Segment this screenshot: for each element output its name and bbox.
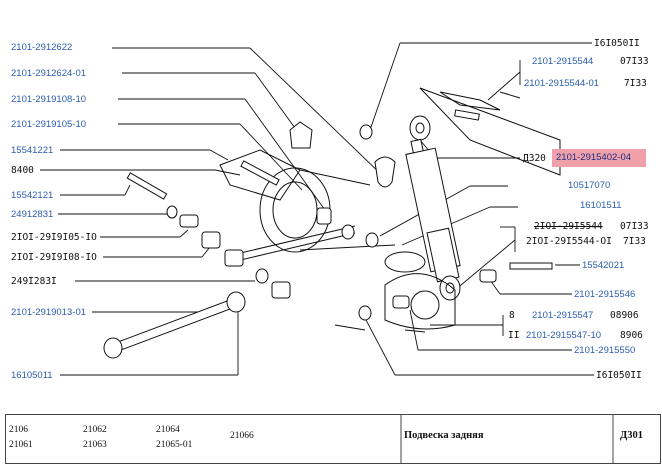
part-label[interactable]: 2101-2912622 — [11, 42, 73, 53]
model-code: 21065-01 — [156, 440, 193, 450]
model-code: 21064 — [156, 425, 180, 435]
leader-line — [364, 317, 396, 376]
part-label[interactable]: 2101-2919108-10 — [11, 94, 87, 105]
leader-line — [254, 72, 296, 129]
model-code: 21061 — [9, 440, 33, 450]
part-label-highlighted[interactable]: 2101-2915402-04 — [553, 152, 635, 163]
leader-line — [124, 184, 131, 196]
part-label: 2IOI-29I9I08-IO — [11, 252, 97, 263]
leader-line — [487, 71, 521, 101]
part-qty: II — [508, 330, 520, 341]
part-label[interactable]: 16101511 — [580, 200, 622, 211]
part-label[interactable]: 15542021 — [582, 260, 625, 271]
part-label[interactable]: 16105011 — [11, 370, 53, 381]
title-block-grid — [400, 415, 614, 463]
leader-line — [239, 123, 303, 191]
part-label: 2IOI-29I5544 — [534, 221, 603, 232]
part-label[interactable]: 15541221 — [11, 145, 54, 156]
part-qty: 8906 — [620, 330, 643, 341]
part-label[interactable]: 2101-2919013-01 — [11, 307, 87, 318]
part-label: I6I050II — [594, 38, 640, 49]
leader-line — [214, 169, 241, 176]
part-label[interactable]: 2101-2915546 — [574, 289, 636, 300]
part-qty: 7I33 — [624, 78, 647, 89]
part-label[interactable]: 2101-2915544-01 — [524, 78, 600, 89]
model-code: 21063 — [83, 440, 107, 450]
shock-absorber — [405, 115, 461, 301]
part-label[interactable]: 24912831 — [11, 209, 54, 220]
part-label[interactable]: 2101-2915547-10 — [526, 330, 602, 341]
leader-line — [209, 149, 229, 161]
model-code: 21066 — [230, 431, 254, 441]
leader-line — [179, 229, 189, 238]
rubber-buffer — [289, 121, 313, 149]
part-label[interactable]: 15542121 — [11, 190, 54, 201]
part-qty: 08906 — [610, 310, 639, 321]
part-label: I6I050II — [596, 370, 642, 381]
part-qty: 8 — [509, 310, 515, 321]
leader-line — [249, 47, 386, 179]
part-label: 2IOI-29I5544-OI — [526, 236, 612, 247]
part-label: 2IOI-29I9I05-IO — [11, 232, 97, 243]
title-block: 2106 21061 21062 21063 21064 21065-01 21… — [5, 414, 661, 464]
part-qty: 07I33 — [620, 221, 649, 232]
fasteners — [126, 109, 553, 321]
part-label[interactable]: 2101-2915544 — [532, 56, 594, 67]
part-label[interactable]: 2101-2915550 — [574, 345, 636, 356]
part-qty: 7I33 — [623, 236, 646, 247]
leader-line — [369, 42, 401, 131]
part-label[interactable]: 2101-2919105-10 — [11, 119, 87, 130]
lower-bracket — [384, 251, 456, 330]
trailing-arm — [103, 225, 356, 359]
part-label: 249I283I — [11, 276, 57, 287]
page-code: Д301 — [620, 430, 643, 441]
leader-line — [409, 309, 419, 351]
body-frame — [419, 87, 561, 176]
leader-line — [201, 246, 211, 258]
model-code: 2106 — [9, 425, 28, 435]
part-label[interactable]: 2101-2912624-01 — [11, 68, 87, 79]
part-label[interactable]: 2101-2915547 — [532, 310, 594, 321]
part-label[interactable]: 10517070 — [568, 180, 611, 191]
part-label: 8400 — [11, 165, 34, 176]
bump-stop — [374, 156, 396, 188]
leader-line — [454, 239, 516, 291]
part-qty: 07I33 — [620, 56, 649, 67]
rotation-marks — [334, 324, 426, 333]
model-code: 21062 — [83, 425, 107, 435]
part-label: Д320 — [523, 153, 546, 164]
page-title: Подвеска задняя — [404, 430, 484, 441]
